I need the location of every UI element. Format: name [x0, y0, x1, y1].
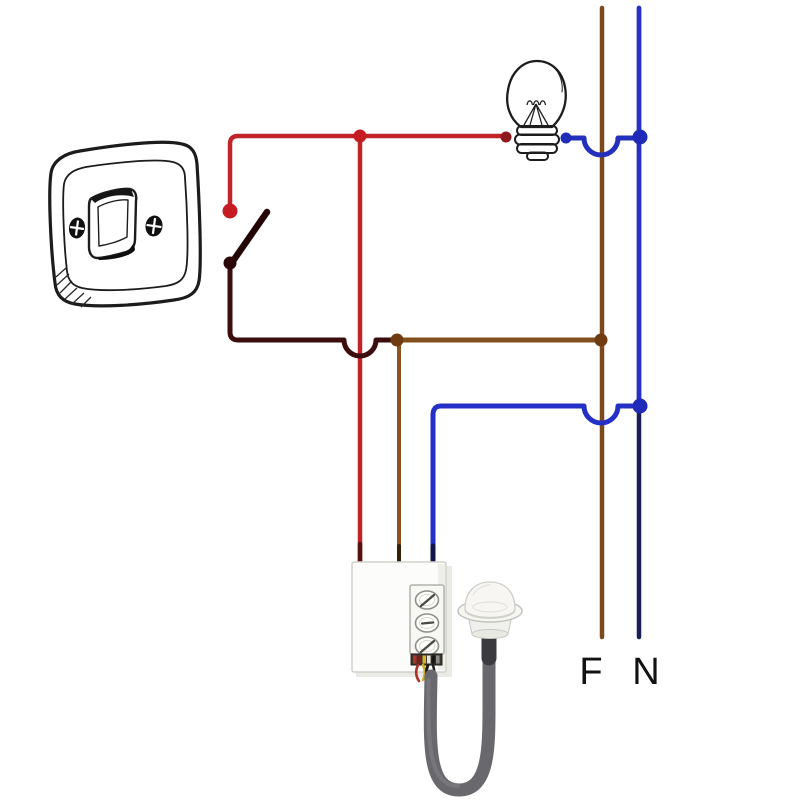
junction-dot-blue-mid: [632, 398, 648, 414]
bulb-filament: [523, 100, 549, 126]
wire-neutral-bulb: [563, 135, 643, 158]
pir-sensor-module: [351, 561, 452, 686]
switch-terminal-dot: [222, 203, 238, 219]
wire-neutral-branch: [430, 403, 643, 563]
junction-dot-red: [353, 129, 367, 143]
adjustment-dial-top: [414, 590, 440, 610]
junction-dot-brown-left: [390, 333, 404, 347]
switch-rocker: [87, 187, 138, 260]
wall-switch-sketch: [48, 140, 202, 308]
plate-hatching: [55, 267, 92, 308]
rocker-bottom-bevel: [97, 243, 135, 260]
wire-phase-brown: [390, 5, 608, 640]
junction-dot-blue-top: [632, 129, 648, 145]
switch-contact-lever: [229, 208, 271, 265]
pir-sensor-head: [457, 581, 523, 639]
adjustment-dial-bottom: [414, 636, 440, 656]
sensor-dome: [464, 581, 516, 619]
switch-plate-inner: [62, 159, 189, 292]
wire-neutral-blue: [430, 5, 648, 640]
label-phase: F: [579, 651, 602, 693]
adjustment-dial-middle: [414, 613, 440, 633]
light-bulb-icon: [506, 59, 567, 161]
wire-live-red: [222, 129, 512, 565]
junction-dot-brown-right: [594, 333, 608, 347]
contact-pivot-dot: [223, 256, 237, 270]
screw-left-icon: [68, 217, 86, 239]
bulb-neutral-dot: [560, 132, 572, 144]
screw-right-icon: [145, 215, 163, 237]
bulb-terminal-dot: [500, 131, 512, 143]
rocker-top-bevel: [91, 188, 134, 203]
switch-plate-outer: [48, 140, 202, 308]
wire-switch-leg-dark: [223, 208, 400, 359]
bulb-screw-base: [514, 125, 560, 161]
label-neutral: N: [632, 651, 659, 693]
terminal-block: [410, 653, 443, 666]
